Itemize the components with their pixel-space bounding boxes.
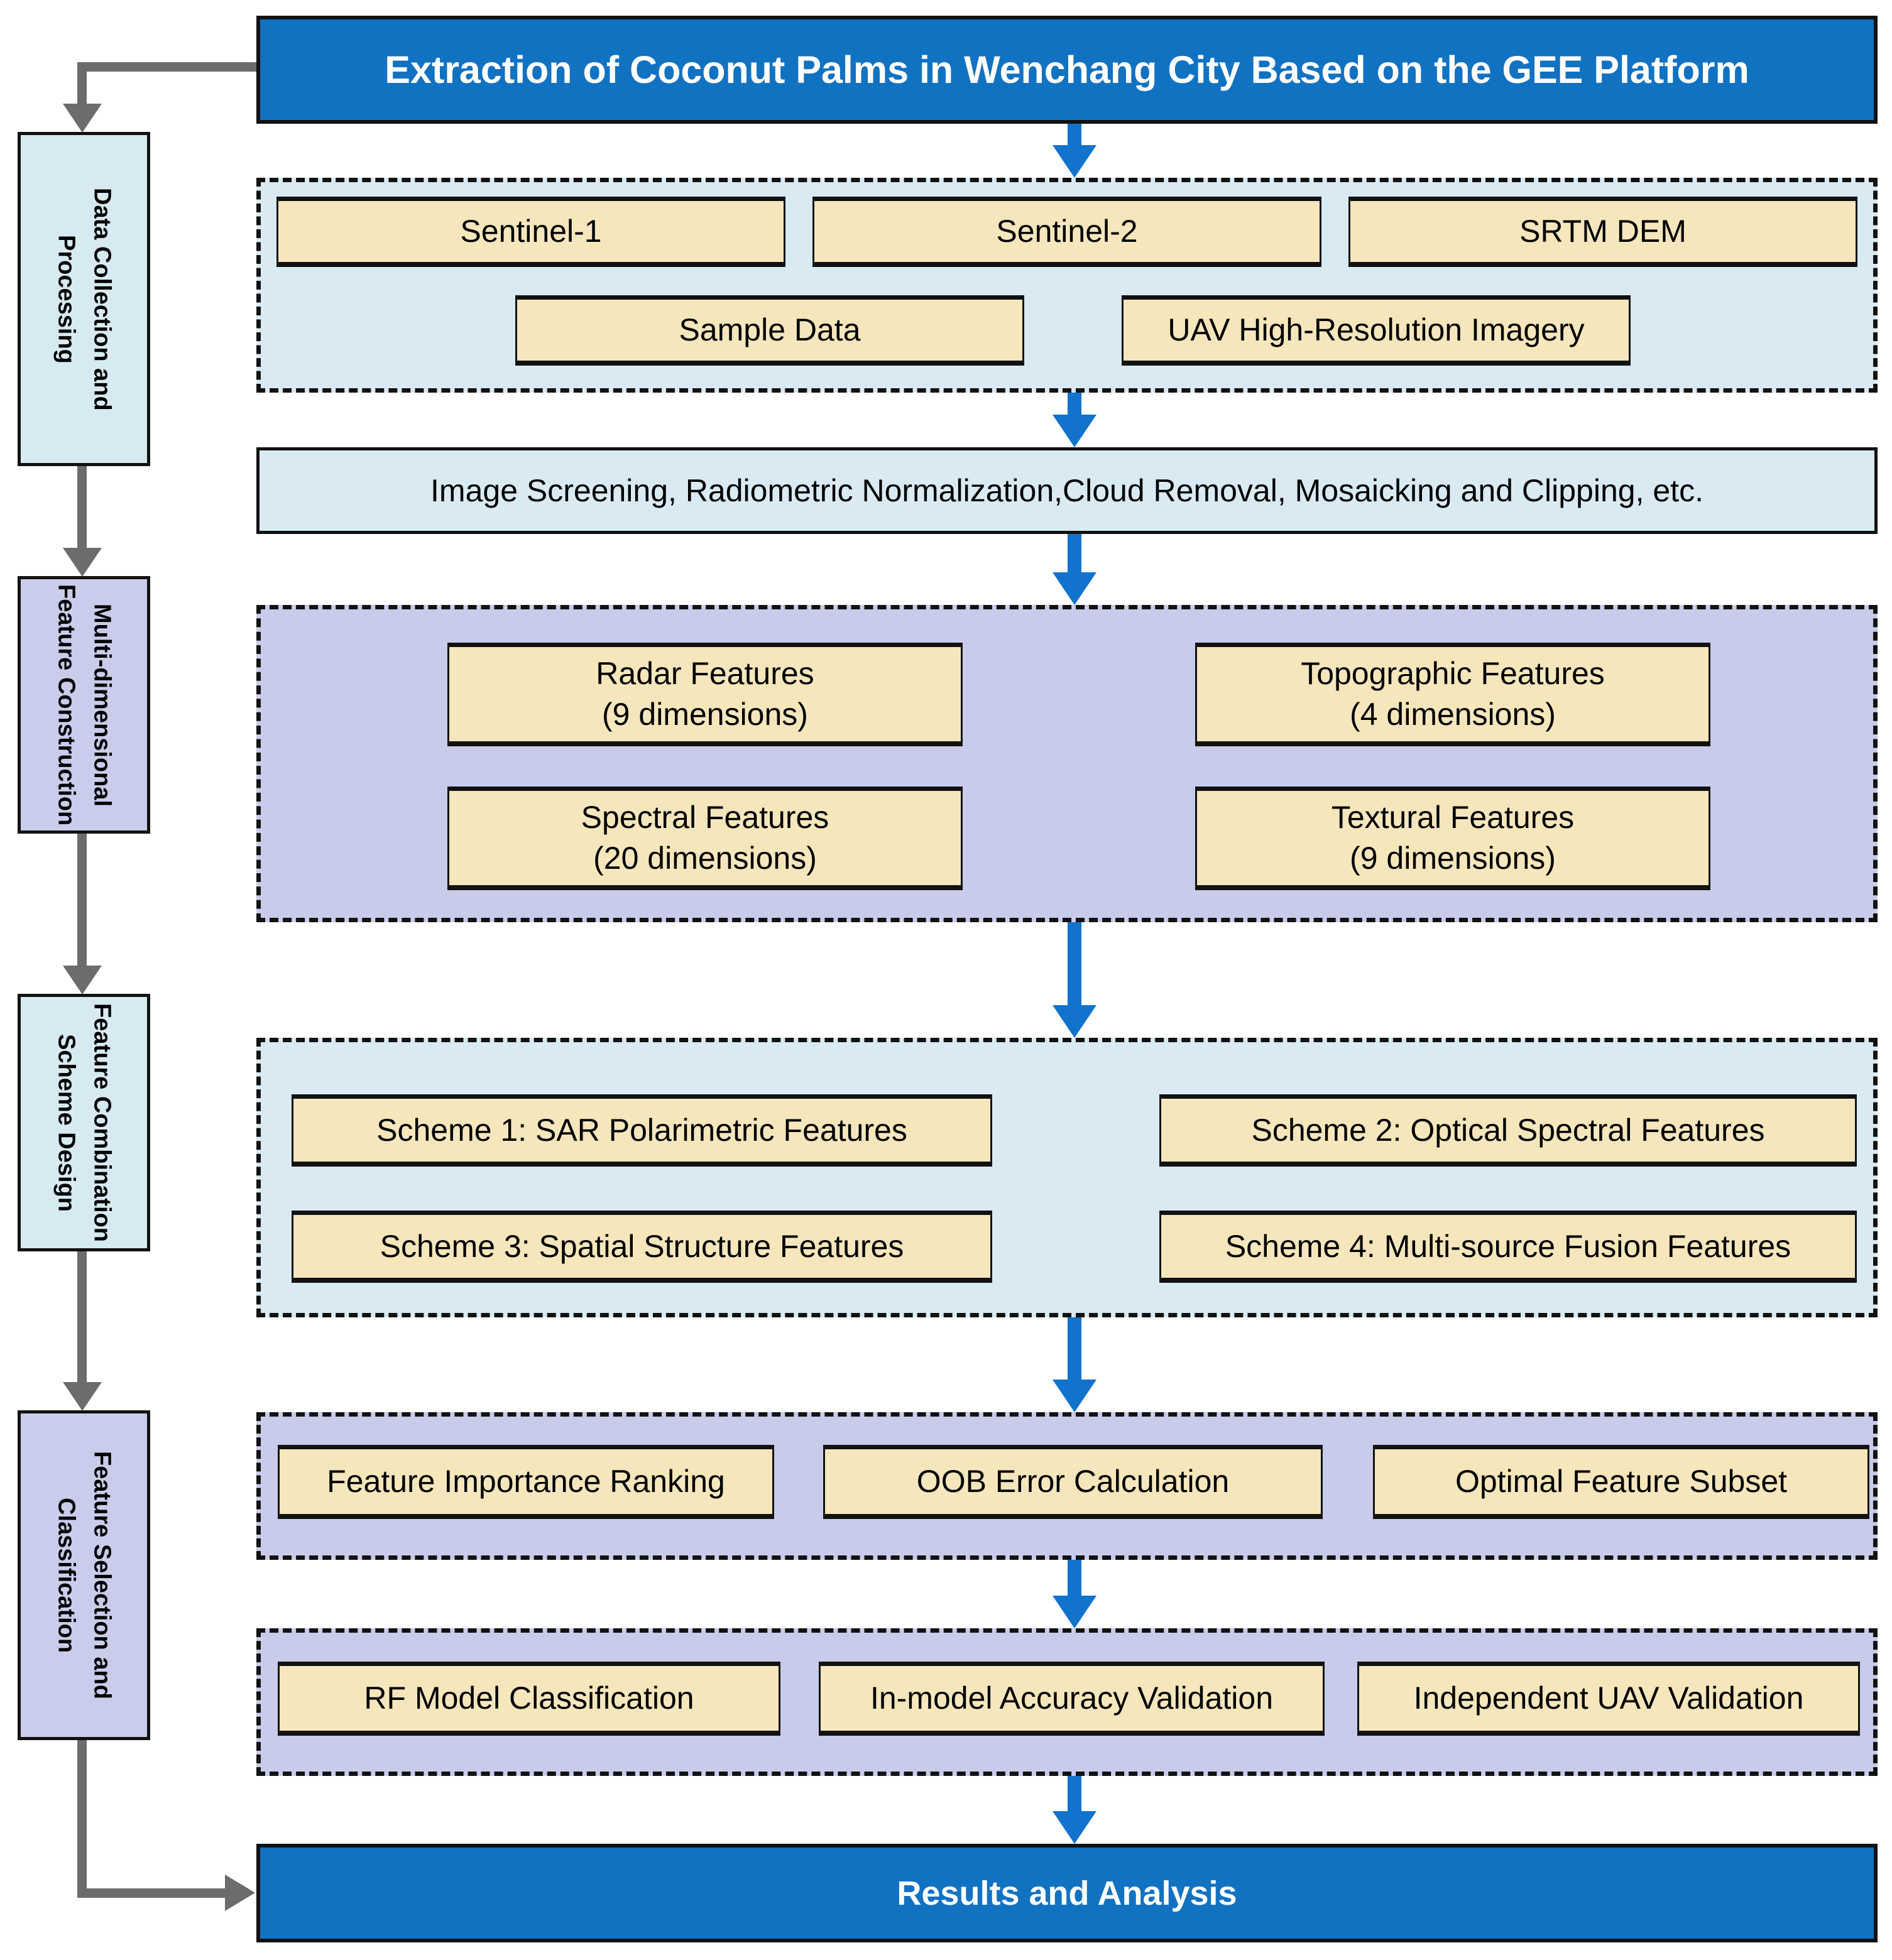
- node-topographic-features: Topographic Features (4 dimensions): [1195, 643, 1710, 746]
- flow-arrow-icon: [1053, 1380, 1096, 1412]
- down-arrow-icon: [63, 966, 102, 994]
- node-radar-features: Radar Features (9 dimensions): [447, 643, 963, 746]
- flow-arrow-line: [1068, 1776, 1081, 1811]
- node-optimal-subset: Optimal Feature Subset: [1373, 1445, 1869, 1519]
- down-arrow-icon: [63, 1382, 102, 1411]
- node-label: Topographic Features (4 dimensions): [1301, 656, 1605, 732]
- down-arrow-icon: [63, 548, 102, 577]
- connector-line: [77, 1251, 87, 1382]
- flow-arrow-icon: [1053, 415, 1096, 447]
- node-scheme-4: Scheme 4: Multi-source Fusion Features: [1159, 1211, 1857, 1283]
- stage-panel-scheme-design: Feature Combination Scheme Design: [18, 994, 150, 1251]
- right-arrow-icon: [225, 1875, 255, 1911]
- node-accuracy-validation: In-model Accuracy Validation: [819, 1662, 1325, 1736]
- stage-panel-data-collection: Data Collection and Processing: [18, 132, 150, 466]
- node-label: Independent UAV Validation: [1413, 1680, 1804, 1716]
- node-label: SRTM DEM: [1519, 214, 1687, 249]
- node-label: In-model Accuracy Validation: [870, 1680, 1274, 1716]
- node-label: Scheme 4: Multi-source Fusion Features: [1225, 1228, 1791, 1264]
- node-rf-classification: RF Model Classification: [278, 1662, 780, 1736]
- results-banner: Results and Analysis: [256, 1844, 1878, 1942]
- connector-line: [77, 1888, 225, 1898]
- stage-label: Multi-dimensional Feature Construction: [53, 584, 116, 826]
- node-label: Sentinel-2: [996, 214, 1138, 249]
- node-label: Sample Data: [679, 312, 861, 347]
- title-banner: Extraction of Coconut Palms in Wenchang …: [256, 16, 1878, 124]
- node-textural-features: Textural Features (9 dimensions): [1195, 787, 1710, 890]
- preprocessing-label: Image Screening, Radiometric Normalizati…: [430, 473, 1703, 508]
- node-sentinel-2: Sentinel-2: [812, 197, 1321, 267]
- node-label: Scheme 3: Spatial Structure Features: [380, 1228, 904, 1264]
- node-label: Feature Importance Ranking: [327, 1464, 725, 1499]
- stage-panel-feature-construction: Multi-dimensional Feature Construction: [18, 576, 150, 834]
- node-label: OOB Error Calculation: [916, 1464, 1230, 1499]
- preprocessing-bar: Image Screening, Radiometric Normalizati…: [256, 447, 1878, 534]
- node-srtm-dem: SRTM DEM: [1348, 197, 1857, 267]
- stage-label: Data Collection and Processing: [53, 187, 116, 411]
- flow-arrow-icon: [1053, 1811, 1096, 1844]
- node-label: Sentinel-1: [460, 214, 602, 249]
- flow-arrow-line: [1068, 1317, 1081, 1380]
- flow-arrow-line: [1068, 124, 1081, 145]
- stage-label: Feature Combination Scheme Design: [53, 1003, 116, 1243]
- node-scheme-3: Scheme 3: Spatial Structure Features: [292, 1211, 992, 1283]
- node-sentinel-1: Sentinel-1: [276, 197, 785, 267]
- node-uav-validation: Independent UAV Validation: [1357, 1662, 1860, 1736]
- connector-line: [77, 1740, 87, 1898]
- node-importance-ranking: Feature Importance Ranking: [278, 1445, 774, 1519]
- flow-arrow-icon: [1053, 572, 1096, 605]
- flow-arrow-icon: [1053, 1596, 1096, 1628]
- connector-line: [77, 466, 87, 548]
- node-label: UAV High-Resolution Imagery: [1167, 312, 1585, 347]
- flow-arrow-line: [1068, 534, 1081, 572]
- connector-line: [77, 834, 87, 966]
- node-label: Textural Features (9 dimensions): [1331, 800, 1575, 876]
- node-scheme-2: Scheme 2: Optical Spectral Features: [1159, 1094, 1857, 1167]
- title-text: Extraction of Coconut Palms in Wenchang …: [385, 48, 1749, 91]
- flow-arrow-line: [1068, 1560, 1081, 1596]
- node-label: Optimal Feature Subset: [1455, 1464, 1788, 1499]
- flow-arrow-icon: [1053, 1005, 1096, 1038]
- node-label: Scheme 1: SAR Polarimetric Features: [376, 1112, 907, 1148]
- node-oob-error: OOB Error Calculation: [823, 1445, 1323, 1519]
- stage-panel-selection-classification: Feature Selection and Classification: [18, 1410, 150, 1740]
- node-label: Spectral Features (20 dimensions): [581, 800, 829, 876]
- node-uav-imagery: UAV High-Resolution Imagery: [1122, 295, 1631, 366]
- flow-arrow-line: [1068, 922, 1081, 1005]
- node-spectral-features: Spectral Features (20 dimensions): [447, 787, 963, 890]
- results-text: Results and Analysis: [897, 1874, 1237, 1912]
- connector-line: [77, 62, 256, 72]
- node-sample-data: Sample Data: [515, 295, 1024, 366]
- flow-arrow-line: [1068, 393, 1081, 415]
- down-arrow-icon: [63, 104, 102, 133]
- node-label: Scheme 2: Optical Spectral Features: [1251, 1112, 1765, 1148]
- node-label: RF Model Classification: [364, 1680, 694, 1716]
- connector-line: [77, 62, 87, 104]
- stage-label: Feature Selection and Classification: [53, 1451, 116, 1699]
- flow-arrow-icon: [1053, 145, 1096, 178]
- node-label: Radar Features (9 dimensions): [596, 656, 814, 732]
- node-scheme-1: Scheme 1: SAR Polarimetric Features: [292, 1094, 992, 1167]
